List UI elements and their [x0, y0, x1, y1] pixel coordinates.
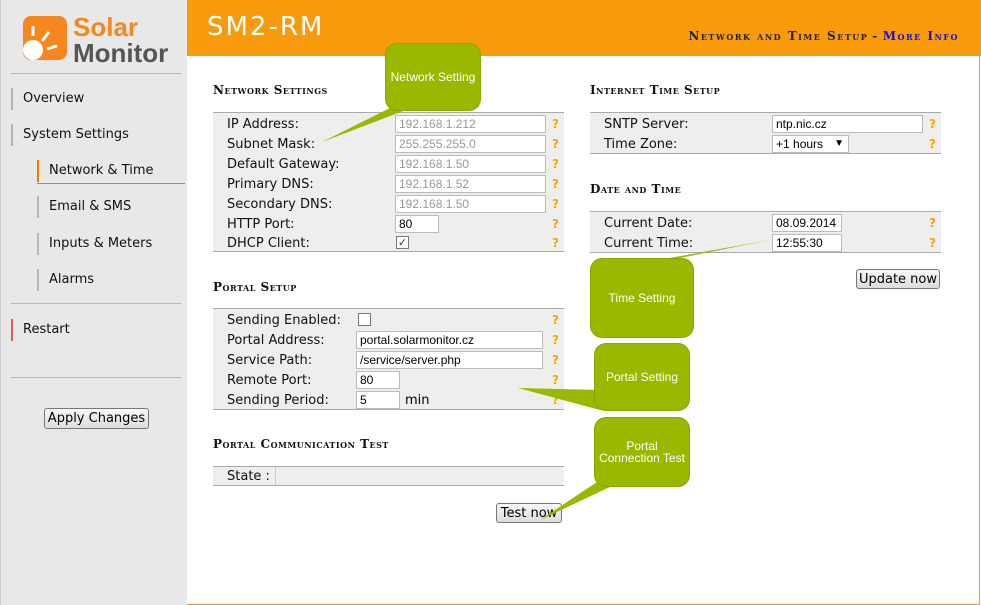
primary-dns-input[interactable]: 192.168.1.52: [395, 175, 546, 193]
secondary-dns-label: Secondary DNS:: [227, 197, 333, 212]
sidebar: Solar Monitor Overview System Settings N…: [0, 0, 187, 605]
help-icon[interactable]: ?: [552, 177, 559, 191]
subnet-mask-input[interactable]: 255.255.255.0: [395, 135, 546, 153]
app-title: SM2-RM: [207, 12, 325, 42]
network-setting-callout: Network Setting: [385, 43, 481, 111]
help-icon[interactable]: ?: [929, 137, 936, 151]
portal-setting-callout: Portal Setting: [594, 343, 690, 411]
primary-dns-label: Primary DNS:: [227, 177, 314, 192]
sntp-server-label: SNTP Server:: [604, 117, 689, 132]
help-icon[interactable]: ?: [552, 353, 559, 367]
test-now-button[interactable]: Test now: [496, 503, 562, 523]
page-title: Network and Time Setup: [688, 29, 869, 43]
time-zone-select[interactable]: +1 hours ▼: [772, 135, 849, 153]
help-icon[interactable]: ?: [929, 117, 936, 131]
portal-test-panel: State :: [213, 466, 564, 486]
help-icon[interactable]: ?: [552, 117, 559, 131]
sending-enabled-label: Sending Enabled:: [227, 313, 341, 328]
current-time-input[interactable]: 12:55:30: [772, 234, 842, 252]
portal-address-label: Portal Address:: [227, 333, 325, 348]
apply-changes-button[interactable]: Apply Changes: [44, 408, 149, 429]
logo-text-solar: Solar: [73, 12, 139, 42]
time-setting-callout: Time Setting: [590, 258, 694, 338]
dhcp-client-label: DHCP Client:: [227, 236, 310, 251]
portal-connection-test-callout: Portal Connection Test: [594, 417, 690, 487]
date-time-panel: Current Date: 08.09.2014 ? Current Time:…: [590, 211, 941, 253]
sending-period-input[interactable]: 5: [356, 391, 400, 409]
help-icon[interactable]: ?: [552, 197, 559, 211]
help-icon[interactable]: ?: [929, 236, 936, 250]
sidebar-item-restart[interactable]: Restart: [11, 319, 70, 341]
date-time-heading: Date and Time: [590, 182, 682, 196]
http-port-input[interactable]: 80: [395, 215, 439, 233]
sidebar-item-email-sms[interactable]: Email & SMS: [37, 196, 131, 218]
internet-time-heading: Internet Time Setup: [590, 83, 721, 97]
ip-address-label: IP Address:: [227, 117, 299, 132]
help-icon[interactable]: ?: [552, 217, 559, 231]
sidebar-item-inputs-meters[interactable]: Inputs & Meters: [37, 233, 152, 255]
sidebar-item-system-settings[interactable]: System Settings: [11, 124, 129, 146]
remote-port-input[interactable]: 80: [356, 371, 400, 389]
heading-separator: -: [872, 29, 879, 43]
current-time-label: Current Time:: [604, 236, 694, 251]
network-settings-panel: IP Address: 192.168.1.212 ? Subnet Mask:…: [213, 112, 564, 252]
header: SM2-RM Network and Time Setup-More Info: [187, 0, 981, 56]
divider: [11, 73, 181, 74]
help-icon[interactable]: ?: [552, 313, 559, 327]
solar-monitor-logo: Solar Monitor: [11, 6, 183, 72]
network-settings-heading: Network Settings: [213, 83, 328, 97]
time-zone-label: Time Zone:: [604, 137, 678, 152]
divider: [275, 467, 276, 485]
sun-logo-icon: [23, 16, 67, 60]
chevron-down-icon: ▼: [834, 138, 844, 149]
portal-test-heading: Portal Communication Test: [213, 437, 389, 451]
help-icon[interactable]: ?: [929, 216, 936, 230]
secondary-dns-input[interactable]: 192.168.1.50: [395, 195, 546, 213]
time-zone-value: +1 hours: [776, 137, 824, 151]
help-icon[interactable]: ?: [552, 157, 559, 171]
divider: [11, 377, 181, 378]
help-icon[interactable]: ?: [552, 373, 559, 387]
portal-setup-panel: Sending Enabled: ? Portal Address: porta…: [213, 308, 564, 410]
current-date-input[interactable]: 08.09.2014: [772, 214, 842, 232]
page-heading: Network and Time Setup-More Info: [688, 29, 959, 43]
service-path-label: Service Path:: [227, 353, 313, 368]
portal-setup-heading: Portal Setup: [213, 280, 297, 294]
sidebar-item-network-time[interactable]: Network & Time: [37, 160, 185, 184]
sending-period-label: Sending Period:: [227, 393, 329, 408]
help-icon[interactable]: ?: [552, 393, 559, 407]
default-gateway-label: Default Gateway:: [227, 157, 340, 172]
ip-address-input[interactable]: 192.168.1.212: [395, 115, 546, 133]
sending-enabled-checkbox[interactable]: [358, 313, 371, 326]
service-path-input[interactable]: /service/server.php: [356, 351, 543, 369]
portal-address-input[interactable]: portal.solarmonitor.cz: [356, 331, 543, 349]
default-gateway-input[interactable]: 192.168.1.50: [395, 155, 546, 173]
state-label: State :: [227, 469, 270, 484]
divider: [11, 303, 181, 304]
more-info-link[interactable]: More Info: [882, 29, 959, 43]
current-date-label: Current Date:: [604, 216, 693, 231]
sntp-server-input[interactable]: ntp.nic.cz: [772, 115, 923, 133]
http-port-label: HTTP Port:: [227, 217, 295, 232]
help-icon[interactable]: ?: [552, 137, 559, 151]
sidebar-item-overview[interactable]: Overview: [11, 88, 84, 110]
subnet-mask-label: Subnet Mask:: [227, 137, 316, 152]
update-now-button[interactable]: Update now: [856, 269, 940, 289]
sidebar-item-alarms[interactable]: Alarms: [37, 269, 94, 291]
dhcp-client-checkbox[interactable]: ✓: [396, 236, 409, 249]
logo-text-monitor: Monitor: [73, 38, 169, 68]
sending-period-unit: min: [405, 393, 430, 408]
internet-time-panel: SNTP Server: ntp.nic.cz ? Time Zone: +1 …: [590, 112, 941, 154]
help-icon[interactable]: ?: [552, 236, 559, 250]
remote-port-label: Remote Port:: [227, 373, 312, 388]
help-icon[interactable]: ?: [552, 333, 559, 347]
